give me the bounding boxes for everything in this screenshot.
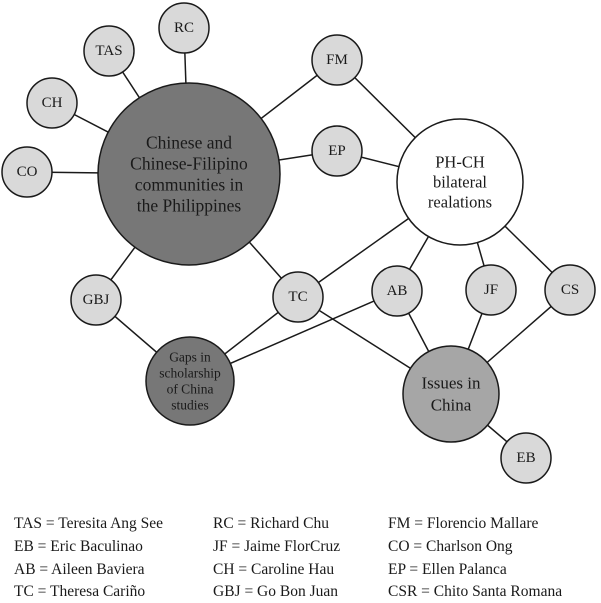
node-label: Issues in [421, 374, 481, 393]
legend-row: AB = Aileen Baviera CH = Caroline Hau EP =… [0, 559, 601, 581]
node-label: CH [42, 95, 63, 111]
node-ep: EP [311, 125, 363, 177]
node-circle [1, 146, 53, 198]
node-label: AB [387, 283, 408, 299]
legend-entry: AB = Aileen Baviera [14, 561, 145, 578]
node-label: JF [484, 282, 498, 298]
node-label: RC [174, 20, 194, 36]
node-label: Gaps in [169, 350, 211, 365]
legend-row: EB = Eric Baculinao JF = Jaime FlorCruz CO… [0, 536, 601, 558]
legend-entry: TC = Theresa Cariño [14, 583, 146, 600]
node-circle [311, 34, 363, 86]
node-gbj: GBJ [70, 274, 122, 326]
node-label: FM [326, 52, 348, 68]
legend-entry: CH = Caroline Hau [213, 561, 335, 578]
node-eb: EB [500, 432, 552, 484]
node-circle [311, 125, 363, 177]
node-label: EP [328, 143, 346, 159]
legend-entry: EB = Eric Baculinao [14, 538, 143, 555]
node-circle [500, 432, 552, 484]
node-label: of China [167, 382, 214, 397]
node-cs: CS [544, 264, 596, 316]
node-circle [83, 25, 135, 77]
node-ch: CH [26, 77, 78, 129]
node-label: Chinese and [146, 133, 232, 153]
legend-entry: CSR = Chito Santa Romana [388, 583, 563, 600]
node-label: GBJ [83, 292, 110, 308]
legend-entry: JF = Jaime FlorCruz [213, 538, 341, 555]
node-label: TAS [95, 43, 122, 59]
node-label: TC [288, 289, 307, 305]
node-circle [70, 274, 122, 326]
node-ab: AB [371, 265, 423, 317]
node-tc: TC [272, 271, 324, 323]
node-label: the Philippines [137, 196, 242, 216]
node-circle [371, 265, 423, 317]
node-jf: JF [465, 264, 517, 316]
node-circle [272, 271, 324, 323]
node-circle [402, 345, 500, 443]
legend-entry: GBJ = Go Bon Juan [213, 583, 338, 600]
node-label: bilateral [433, 173, 487, 192]
node-circle [396, 118, 524, 246]
node-label: communities in [135, 175, 244, 195]
node-circle [544, 264, 596, 316]
node-issues-china: Issues in China [402, 345, 500, 443]
node-circle [97, 82, 281, 266]
legend-entry: RC = Richard Chu [213, 515, 329, 532]
node-circle [145, 336, 235, 426]
node-label: Chinese-Filipino [130, 154, 248, 174]
node-circle [158, 2, 210, 54]
legend-entry: TAS = Teresita Ang See [14, 515, 164, 532]
legend-row: TAS = Teresita Ang See RC = Richard Chu FM… [0, 513, 601, 535]
node-label: China [431, 396, 472, 415]
legend-row: TC = Theresa Cariño GBJ = Go Bon Juan CSR … [0, 581, 601, 603]
legend-entry: CO = Charlson Ong [388, 538, 513, 555]
node-co: CO [1, 146, 53, 198]
node-label: scholarship [159, 366, 221, 381]
legend-entry: FM = Florencio Mallare [388, 515, 539, 532]
node-label: studies [171, 398, 209, 413]
node-label: realations [428, 193, 492, 212]
node-label: EB [516, 450, 535, 466]
node-label: CO [17, 164, 38, 180]
node-label: CS [561, 282, 579, 298]
node-rc: RC [158, 2, 210, 54]
legend-entry: EP = Ellen Palanca [388, 561, 507, 578]
node-tas: TAS [83, 25, 135, 77]
node-fm: FM [311, 34, 363, 86]
node-label: PH-CH [435, 153, 485, 172]
node-circle [465, 264, 517, 316]
node-circle [26, 77, 78, 129]
